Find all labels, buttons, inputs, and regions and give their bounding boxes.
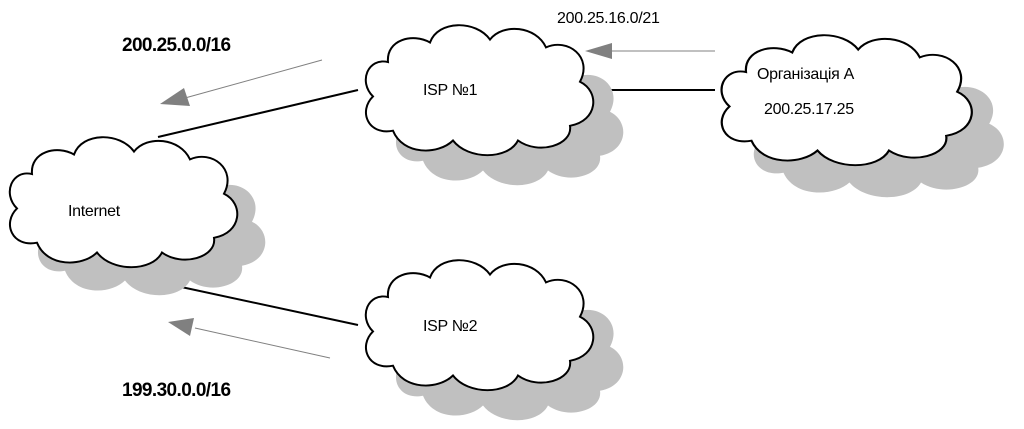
internet-label: Internet [68, 203, 121, 220]
internet-cloud [8, 136, 239, 269]
isp2-label: ISP №2 [423, 318, 478, 335]
link-internet-isp1 [157, 89, 359, 138]
isp1-cloud [364, 24, 595, 157]
arrow-isp1-to-internet [160, 59, 323, 106]
org-a-label: Організація А [757, 66, 855, 83]
isp2-cloud [364, 259, 595, 392]
prefix-isp2-internet: 199.30.0.0/16 [122, 380, 230, 401]
prefix-isp1-internet: 200.25.0.0/16 [122, 35, 230, 56]
prefix-org-isp1: 200.25.16.0/21 [557, 10, 660, 27]
arrow-isp2-to-internet [168, 318, 331, 359]
isp1-label: ISP №1 [423, 82, 478, 99]
org-a-address: 200.25.17.25 [764, 101, 854, 118]
link-internet-isp2 [157, 281, 359, 326]
arrow-org-to-isp1 [585, 43, 715, 59]
